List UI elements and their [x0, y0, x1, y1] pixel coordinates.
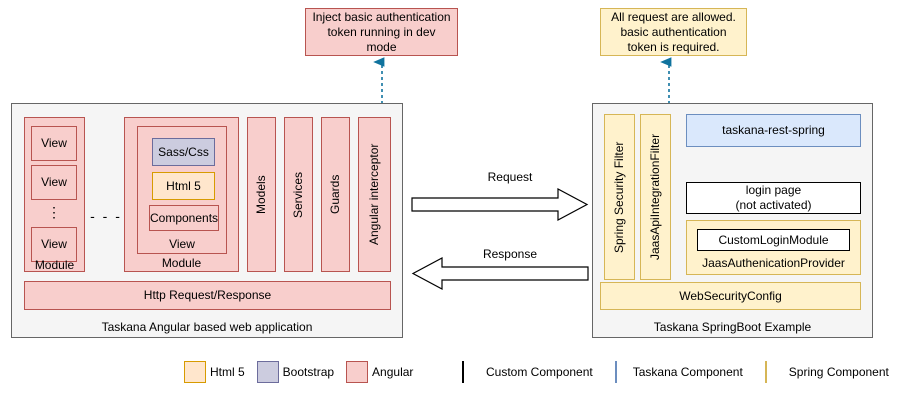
legend-swatch-bootstrap: [256, 361, 279, 383]
module-b-label-text: Module: [161, 256, 202, 270]
web-security-config-label: WebSecurityConfig: [679, 288, 782, 303]
legend-swatch-custom-component: [462, 361, 464, 383]
module-a-view-3-label: View: [41, 237, 67, 251]
custom-login-module-label: CustomLoginModule: [718, 232, 829, 247]
module-a-ellipsis-label: ⋮: [47, 204, 61, 221]
module-b-view-label-text: View: [169, 237, 195, 251]
taskana-rest-spring[interactable]: taskana-rest-spring: [686, 114, 861, 147]
left-annotation-note: Inject basic authentication token runnin…: [305, 8, 458, 56]
column-angular-interceptor[interactable]: Angular interceptor: [358, 117, 391, 272]
login-page-line-1: login page: [745, 183, 802, 197]
module-a-view-2[interactable]: View: [31, 165, 77, 200]
column-angular-interceptor-label: Angular interceptor: [367, 143, 381, 246]
module-b-components-label: Components: [149, 210, 219, 225]
jaas-api-integration-filter-label: JaasApiIntegrationFilter: [648, 133, 662, 261]
legend-swatch-spring-component: [764, 361, 767, 383]
module-a-label: Module: [24, 257, 85, 272]
taskana-rest-spring-label: taskana-rest-spring: [722, 123, 825, 137]
client-panel-caption-text: Taskana Angular based web application: [101, 320, 313, 334]
module-b-html5-label: Html 5: [166, 178, 201, 193]
right-annotation-connector: [660, 57, 672, 128]
modules-separator: - - -: [90, 208, 122, 224]
client-panel-caption: Taskana Angular based web application: [11, 318, 403, 336]
legend-left-group: Html 5 Bootstrap Angular: [184, 360, 424, 384]
spring-security-filter[interactable]: Spring Security Filter: [604, 114, 635, 280]
request-label-text: Request: [487, 170, 533, 184]
module-b-components[interactable]: Components: [149, 205, 219, 231]
jaas-api-integration-filter[interactable]: JaasApiIntegrationFilter: [640, 114, 671, 280]
request-arrow: [411, 188, 589, 222]
web-security-config[interactable]: WebSecurityConfig: [600, 282, 861, 310]
right-annotation-note: All request are allowed. basic authentic…: [600, 8, 747, 56]
legend-swatch-html5: [184, 361, 206, 383]
right-annotation-line-1: All request are allowed.: [611, 9, 736, 24]
left-annotation-line-3: mode: [366, 39, 397, 54]
response-label: Response: [430, 247, 590, 263]
server-panel-caption: Taskana SpringBoot Example: [592, 318, 873, 336]
legend-label-taskana-component: Taskana Component: [632, 365, 743, 379]
module-a-view-1-label: View: [41, 136, 67, 150]
custom-login-module[interactable]: CustomLoginModule: [697, 229, 850, 251]
response-arrow: [411, 256, 589, 290]
module-b-label: Module: [124, 255, 239, 271]
legend-right-group: Custom Component Taskana Component Sprin…: [462, 360, 889, 384]
response-label-text: Response: [482, 247, 538, 261]
column-guards-label: Guards: [328, 174, 342, 215]
left-annotation-connector: [373, 57, 385, 110]
module-a-view-3[interactable]: View: [31, 227, 77, 262]
right-annotation-line-3: token is required.: [627, 39, 720, 54]
jaas-authentication-provider-label-text: JaasAuthenicationProvider: [702, 256, 845, 270]
module-a-label-text: Module: [34, 257, 75, 272]
column-models-label: Models: [254, 175, 268, 214]
column-models[interactable]: Models: [247, 117, 276, 272]
module-b-sass-css[interactable]: Sass/Css: [152, 138, 215, 166]
left-annotation-line-2: token running in dev: [327, 24, 436, 39]
modules-separator-label: - - -: [90, 208, 122, 224]
module-b-html5[interactable]: Html 5: [152, 172, 215, 200]
module-b-view-label: View: [137, 236, 227, 252]
column-services-label: Services: [291, 171, 305, 218]
request-label: Request: [430, 170, 590, 186]
legend-label-spring-component: Spring Component: [788, 365, 889, 379]
spring-security-filter-label: Spring Security Filter: [612, 141, 626, 253]
jaas-authentication-provider-label: JaasAuthenicationProvider: [686, 254, 861, 272]
column-services[interactable]: Services: [284, 117, 313, 272]
module-a-view-2-label: View: [41, 175, 67, 189]
login-page[interactable]: login page (not activated): [686, 182, 861, 214]
legend-swatch-taskana-component: [614, 361, 617, 383]
module-b-sass-css-label: Sass/Css: [158, 144, 209, 159]
module-a-view-1[interactable]: View: [31, 126, 77, 161]
legend-label-angular: Angular: [372, 365, 414, 379]
module-a-ellipsis: ⋮: [31, 201, 77, 225]
legend-label-html5: Html 5: [210, 365, 245, 379]
http-request-response-label: Http Request/Response: [143, 288, 272, 302]
server-panel-caption-text: Taskana SpringBoot Example: [653, 320, 812, 334]
column-guards[interactable]: Guards: [321, 117, 350, 272]
legend-label-bootstrap: Bootstrap: [282, 365, 335, 379]
legend-label-custom-component: Custom Component: [486, 365, 593, 379]
legend-swatch-angular: [346, 361, 369, 383]
left-annotation-line-1: Inject basic authentication: [312, 9, 451, 24]
right-annotation-line-2: basic authentication: [620, 24, 727, 39]
http-request-response-bar[interactable]: Http Request/Response: [24, 281, 391, 310]
login-page-line-2: (not activated): [735, 198, 812, 212]
